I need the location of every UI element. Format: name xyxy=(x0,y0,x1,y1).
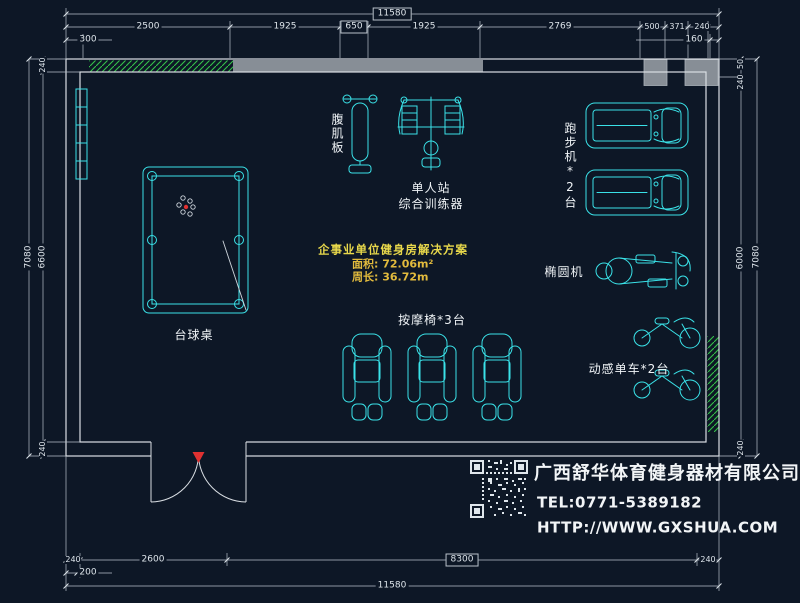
dim-bottom-total: 11580 xyxy=(375,580,409,591)
qr-code xyxy=(470,460,528,518)
door-opening xyxy=(151,441,246,458)
dim-bottom-segment: 8300 xyxy=(445,553,479,567)
company-tel: TEL:0771-5389182 xyxy=(537,493,703,512)
trainer-label-line2: 综合训练器 xyxy=(398,197,464,211)
dim-right-inner: 6000 xyxy=(735,244,746,272)
solution-area: 面积: 72.06m² xyxy=(352,257,434,271)
pool-table-shape xyxy=(142,166,249,314)
trainer-label-line1: 单人站 xyxy=(411,181,451,195)
dim-right-outer: 7080 xyxy=(751,243,762,271)
double-door xyxy=(150,442,247,503)
massage-chairs-label: 按摩椅*3台 xyxy=(398,313,466,327)
multi-trainer-shape xyxy=(397,96,465,171)
massage-chair-shape-2 xyxy=(407,333,457,421)
massage-chair-shape-1 xyxy=(342,333,392,421)
dim-left-top: 240 xyxy=(38,56,47,74)
spin-bikes-label: 动感单车*2台 xyxy=(588,362,670,376)
treadmill-shape-1 xyxy=(585,102,689,149)
ab-board-shape xyxy=(342,94,378,174)
dim-bottom-segment: 240 xyxy=(699,555,717,564)
massage-chair-shape-3 xyxy=(472,333,522,421)
treadmill-shape-2 xyxy=(585,169,689,216)
dim-left-outer: 7080 xyxy=(23,243,34,271)
dim-bottom-segment: 240 xyxy=(64,555,82,564)
elliptical-shape xyxy=(595,251,691,290)
dim-right-top-small: 50 xyxy=(736,57,745,71)
dim-bottom-left-offset: 200 xyxy=(77,567,99,578)
dim-top-segment: 500 xyxy=(643,22,661,31)
dim-top-segment: 2769 xyxy=(546,21,574,32)
elliptical-label: 椭圆机 xyxy=(544,265,584,279)
company-website: HTTP://WWW.GXSHUA.COM xyxy=(537,518,779,537)
dim-top-segment: 240 xyxy=(693,22,711,31)
door-marker-icon xyxy=(192,452,205,463)
dim-top-segment: 1925 xyxy=(271,21,299,32)
solution-title: 企事业单位健身房解决方案 xyxy=(318,242,468,257)
ab-board-label: 腹肌板 xyxy=(330,113,344,155)
equipment-shapes xyxy=(75,88,701,421)
dim-left-bottom: 240 xyxy=(38,440,47,458)
pool-balls-and-cue xyxy=(176,195,247,311)
wall-hatching xyxy=(89,59,719,432)
dim-top-left-offset: 300 xyxy=(77,34,99,45)
stall-bars-shape xyxy=(75,88,88,180)
dim-top-total: 11580 xyxy=(372,7,412,21)
dim-top-segment: 1925 xyxy=(410,21,438,32)
solution-perimeter: 周长: 36.72m xyxy=(352,270,429,284)
dim-top-segment: 371 xyxy=(668,22,686,31)
dim-bottom-segment: 2600 xyxy=(139,554,167,565)
walls xyxy=(65,58,720,457)
dim-top-right-offset: 160 xyxy=(683,34,705,45)
spin-bike-shape-1 xyxy=(633,317,701,349)
pool-table-label: 台球桌 xyxy=(174,328,214,342)
dim-top-segment: 650 xyxy=(340,20,368,34)
dim-right-bottom: 240 xyxy=(736,439,745,457)
dim-left-inner: 6600 xyxy=(37,243,48,271)
dim-top-segment: 2500 xyxy=(134,21,162,32)
dim-right-top: 240 xyxy=(736,73,745,91)
treadmills-label: 跑步机*2台 xyxy=(563,122,577,210)
company-name: 广西舒华体育健身器材有限公司 xyxy=(534,463,800,484)
